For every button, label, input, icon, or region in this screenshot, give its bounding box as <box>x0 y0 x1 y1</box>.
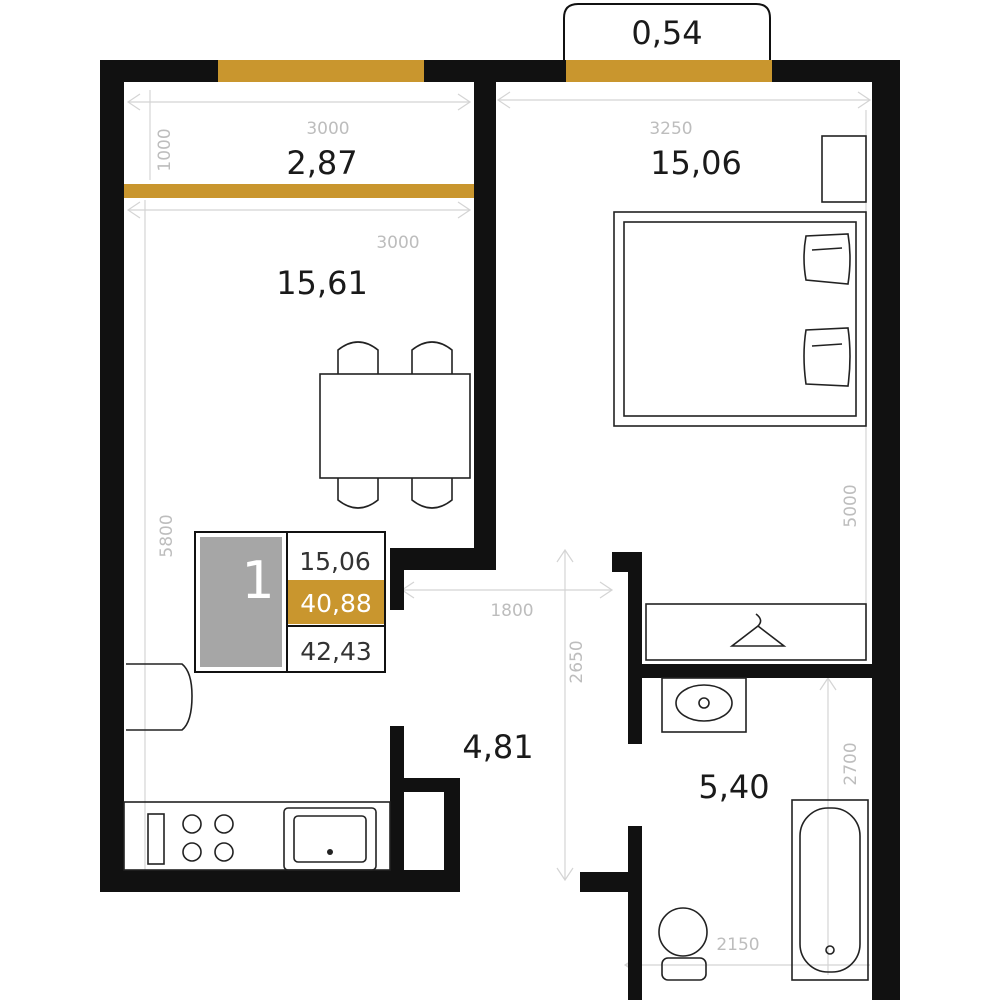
fridge-icon <box>126 663 193 731</box>
furniture <box>123 135 869 981</box>
loggia-width-dim: 3000 <box>306 119 349 139</box>
bathtub-icon <box>791 799 869 981</box>
living-area-value: 15,06 <box>299 547 371 576</box>
dining-table-icon <box>319 341 471 509</box>
hall-area: 4,81 <box>462 728 533 766</box>
windows <box>124 60 772 198</box>
bathroom-depth-dim: 2700 <box>841 742 861 785</box>
bathroom-width-dim: 2150 <box>716 935 759 955</box>
balcony-window-label: 0,54 <box>563 3 771 60</box>
hall-wardrobe-icon <box>645 603 867 661</box>
bathroom-area: 5,40 <box>698 768 769 806</box>
kitchen-depth-dim: 5800 <box>157 514 177 557</box>
walls <box>100 60 900 1000</box>
room-count: 1 <box>241 551 274 611</box>
kitchen-width-dim: 3000 <box>376 233 419 253</box>
total-with-balcony-value: 42,43 <box>300 637 372 666</box>
summary-badge: 1 15,06 40,88 42,43 <box>194 531 386 673</box>
kitchen-area: 15,61 <box>276 264 368 302</box>
loggia-depth-dim: 1000 <box>155 128 175 171</box>
loggia-glazing <box>124 184 474 198</box>
bedroom-window <box>566 60 772 82</box>
loggia-window <box>218 60 424 82</box>
bedroom-depth-dim: 5000 <box>841 484 861 527</box>
kitchen-counter-icon <box>123 801 391 871</box>
sink-icon <box>661 677 747 733</box>
bedroom-width-dim: 3250 <box>649 119 692 139</box>
balcony-window-value: 0,54 <box>631 14 702 52</box>
hall-depth-dim: 2650 <box>567 640 587 683</box>
total-area-value: 40,88 <box>300 589 372 618</box>
bed-icon <box>613 211 867 427</box>
toilet-icon <box>658 907 708 981</box>
hall-width-dim: 1800 <box>490 601 533 621</box>
bedroom-area: 15,06 <box>650 144 742 182</box>
loggia-area: 2,87 <box>286 144 357 182</box>
